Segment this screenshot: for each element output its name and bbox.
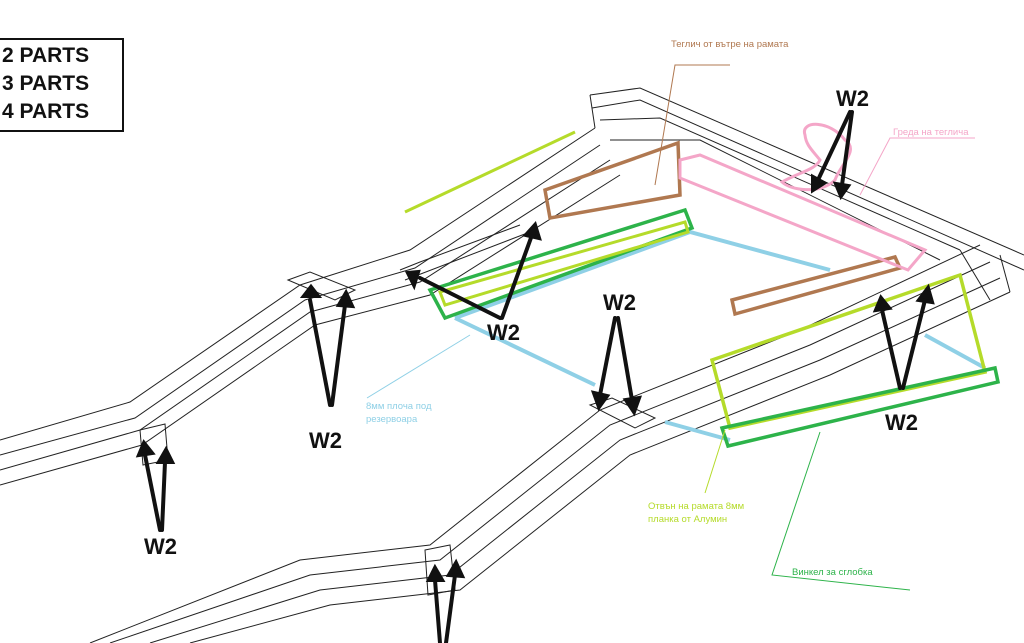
leader-frame-outside [704, 429, 726, 494]
label-line: планка от Алумин [648, 514, 728, 525]
leader-tow-inside [654, 64, 730, 186]
blue-tank-plate-bottom [664, 420, 731, 442]
label-line: 8мм плоча под [366, 401, 432, 412]
lime-plate-top [438, 220, 690, 307]
leader-joint-angle [771, 431, 911, 591]
lime-outer-plate [709, 272, 988, 431]
green-angle-top [427, 207, 695, 321]
pink-bracket [779, 122, 852, 192]
pink-tow-beam [678, 153, 928, 272]
parts-legend: 2 PARTS 3 PARTS 4 PARTS [0, 38, 124, 132]
legend-item-3-parts: 3 PARTS [2, 72, 90, 95]
blue-tank-plate-left [454, 316, 596, 387]
weld-label: W2 [144, 534, 177, 559]
blue-tank-plate-right [924, 333, 986, 370]
leader-tow-beam [859, 137, 975, 196]
weld-arrows [135, 110, 935, 643]
label-joint-angle: Винкел за сглобка [792, 567, 873, 578]
weld-label: W2 [487, 320, 520, 345]
weld-label: W2 [836, 86, 869, 111]
lime-bar-top [404, 130, 576, 214]
leader-tank-plate [366, 334, 471, 399]
label-tank-plate: 8мм плоча под резервоара [366, 400, 432, 426]
label-frame-outside: Отвън на рамата 8мм планка от Алумин [648, 500, 744, 526]
chassis-frame [0, 87, 1024, 643]
label-tow-beam: Греда на теглича [893, 127, 969, 138]
legend-item-4-parts: 4 PARTS [2, 100, 90, 123]
label-tow-inside-frame: Теглич от вътре на рамата [671, 39, 789, 50]
brown-tow-part-inside [543, 140, 682, 221]
label-line: резервоара [366, 414, 418, 425]
label-line: Отвън на рамата 8мм [648, 501, 745, 512]
weld-label: W2 [885, 410, 918, 435]
weld-label: W2 [603, 290, 636, 315]
weld-label: W2 [309, 428, 342, 453]
legend-item-2-parts: 2 PARTS [2, 44, 90, 67]
blue-tank-plate-top [454, 229, 831, 320]
